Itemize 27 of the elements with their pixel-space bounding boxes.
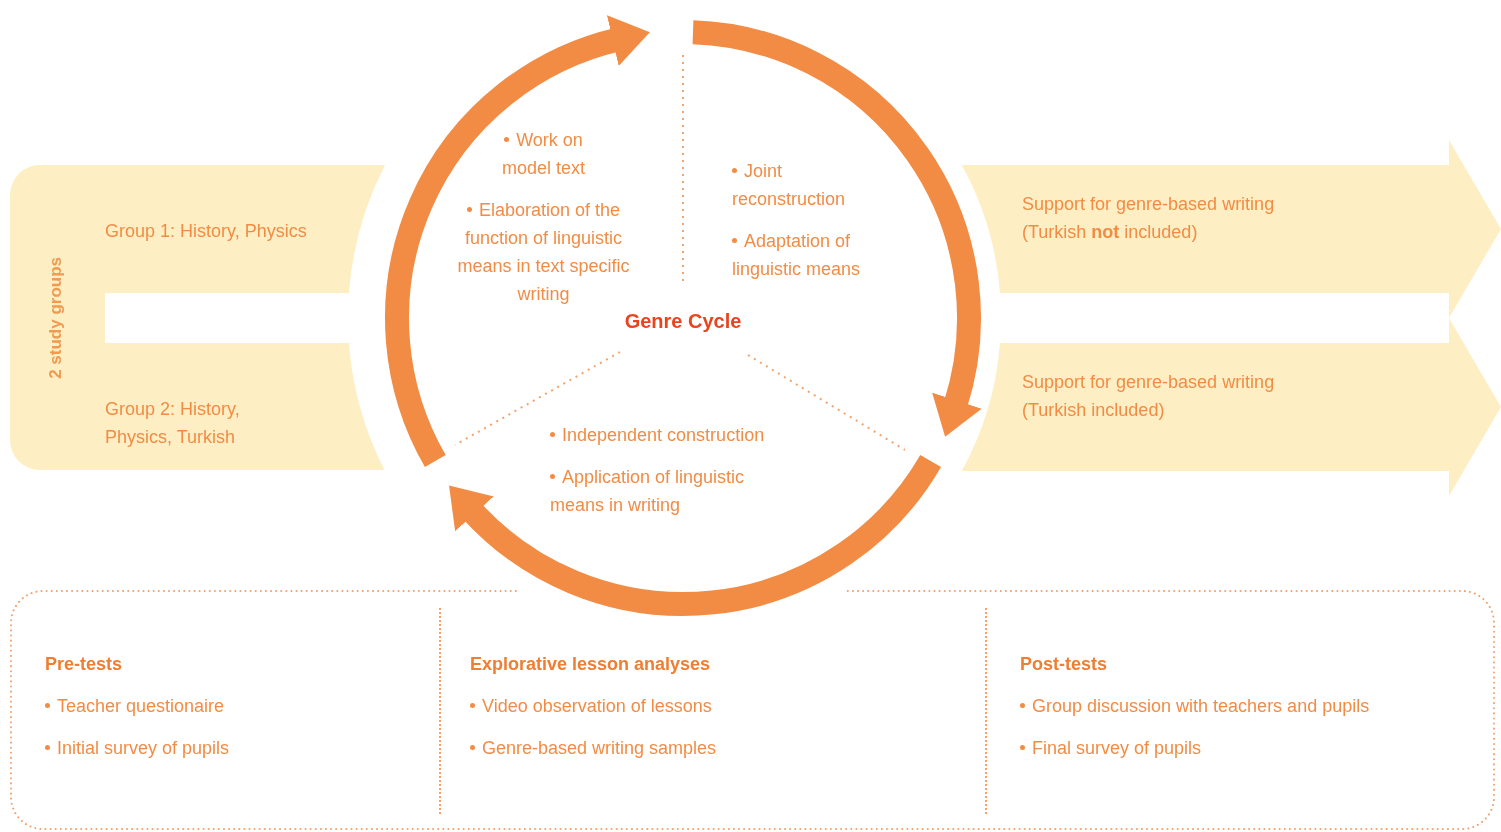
bullet-text: Independent construction: [550, 421, 765, 449]
block-arrow: [960, 140, 1501, 318]
group-band: [105, 343, 386, 470]
group-panel: [10, 165, 105, 470]
block-arrow: [960, 318, 1501, 496]
dotted-frame: [10, 590, 1495, 830]
bullet-text: Teacher questionaire: [45, 692, 425, 720]
band-label: Support for genre-based writing (Turkish included): [1022, 371, 1276, 422]
bullet-text: Elaboration of the function of linguistic means in text specific writing: [441, 196, 646, 308]
column-heading: Explorative lesson analyses: [470, 653, 712, 676]
bullet-text: Genre-based writing samples: [470, 734, 970, 762]
column-heading: Pre-tests: [45, 653, 124, 676]
bullet-text: Work on model text: [491, 126, 596, 182]
bullet-text: Group discussion with teachers and pupils: [1020, 692, 1480, 720]
cycle-title: Genre Cycle: [624, 309, 742, 333]
bullet-text: Adaptation of linguistic means: [732, 227, 882, 283]
group-band: [105, 165, 386, 293]
bullet-text: Initial survey of pupils: [45, 734, 425, 762]
band-label: Group 2: History, Physics, Turkish: [105, 398, 241, 449]
band-label: Support for genre-based writing (Turkish not included): [1022, 193, 1276, 244]
bullet-text: Video observation of lessons: [470, 692, 970, 720]
bullet-text: Final survey of pupils: [1020, 734, 1480, 762]
column-heading: Post-tests: [1020, 653, 1109, 676]
bullet-text: Joint reconstruction: [732, 157, 872, 213]
vertical-label: 2 study groups: [46, 256, 66, 379]
bullet-text: Application of linguistic means in writing: [550, 463, 765, 519]
band-label: Group 1: History, Physics: [105, 220, 308, 243]
